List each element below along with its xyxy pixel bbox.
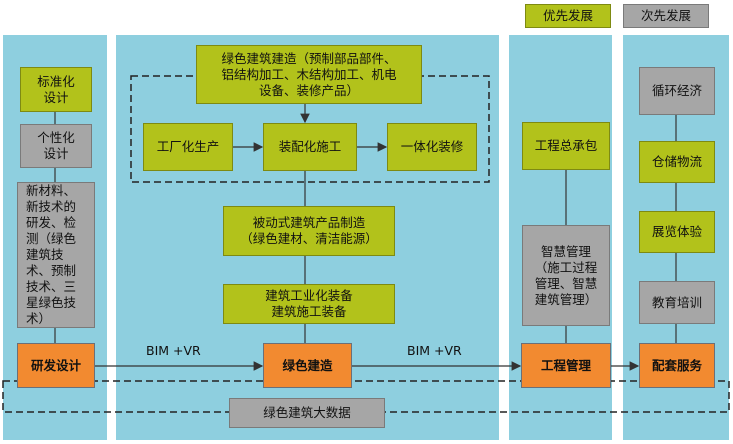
rd-personalized-design: 个性化 设计 — [20, 124, 92, 168]
legend-secondary: 次先发展 — [623, 4, 709, 28]
build-green-top: 绿色建筑建造（预制部品部件、 铝结构加工、木结构加工、机电 设备、装修产品） — [196, 45, 422, 104]
build-factory: 工厂化生产 — [143, 123, 233, 171]
node-services: 配套服务 — [639, 343, 715, 388]
node-rd: 研发设计 — [17, 343, 95, 388]
build-integrated: 一体化装修 — [387, 123, 477, 171]
service-storage: 仓储物流 — [639, 141, 715, 183]
service-training: 教育培训 — [639, 281, 715, 324]
node-build: 绿色建造 — [263, 343, 352, 388]
service-circular: 循环经济 — [639, 67, 715, 115]
pm-epc: 工程总承包 — [522, 122, 610, 170]
build-assembly: 装配化施工 — [263, 123, 357, 171]
link-label-bim-2: BIM +VR — [407, 343, 462, 358]
node-pm: 工程管理 — [521, 343, 611, 388]
service-exhibition: 展览体验 — [639, 211, 715, 253]
dashed-frame-bigdata — [2, 380, 730, 413]
rd-standard-design: 标准化 设计 — [20, 67, 92, 112]
big-data-bar: 绿色建筑大数据 — [229, 398, 385, 428]
pm-smart: 智慧管理 （施工过程 管理、智慧 建筑管理） — [522, 225, 610, 326]
link-label-bim-1: BIM +VR — [146, 343, 201, 358]
build-passive: 被动式建筑产品制造 （绿色建材、清洁能源） — [223, 206, 395, 256]
build-equipment: 建筑工业化装备 建筑施工装备 — [223, 284, 395, 324]
legend-priority: 优先发展 — [525, 4, 611, 28]
rd-research: 新材料、 新技术的 研发、检 测（绿色 建筑技 术、预制 技术、三 星绿色技 术… — [17, 182, 95, 328]
